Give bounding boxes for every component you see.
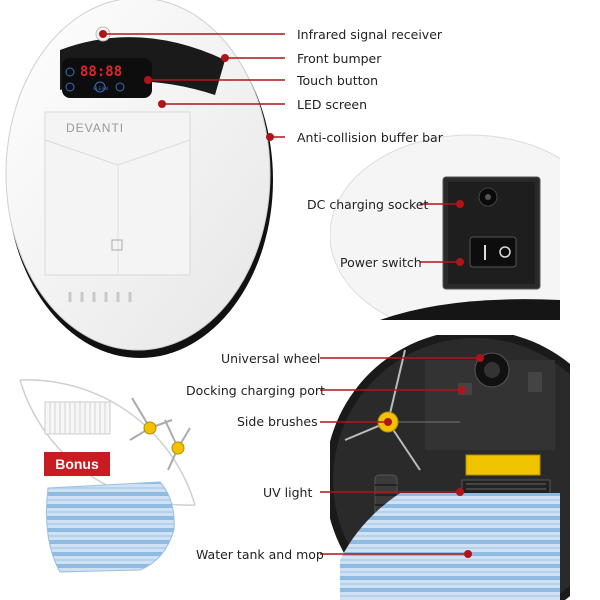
led-display <box>62 58 152 98</box>
hepa-filter <box>44 401 111 435</box>
label-led-screen: LED screen <box>297 97 368 112</box>
label-buffer-bar: Anti-collision buffer bar <box>297 130 443 145</box>
brand-logo: DEVANTI <box>66 121 124 135</box>
svg-text:88:88: 88:88 <box>80 64 122 80</box>
uv-light <box>461 479 551 495</box>
label-infrared-receiver: Infrared signal receiver <box>297 27 443 42</box>
robot-bottom-view <box>330 335 570 600</box>
yellow-bin <box>465 454 541 476</box>
mop-pad <box>340 493 560 600</box>
dot-infrared <box>99 30 107 38</box>
spare-side-brush-1 <box>129 397 173 441</box>
label-front-bumper: Front bumper <box>297 51 382 66</box>
label-universal-wheel: Universal wheel <box>221 351 321 366</box>
spare-side-brush-2 <box>164 419 191 471</box>
robot-rear-view <box>330 134 560 320</box>
label-touch-button: Touch button <box>297 73 379 88</box>
bonus-badge: Bonus <box>44 452 110 476</box>
label-uv-light: UV light <box>263 485 313 500</box>
dot-touch <box>144 76 152 84</box>
robot-top-view: 88:88 CLEAN DEVANTI <box>5 0 273 358</box>
spare-mop-pad <box>46 481 175 573</box>
label-docking-port: Docking charging port <box>186 383 325 398</box>
label-water-tank-mop: Water tank and mop <box>196 547 324 562</box>
label-dc-socket: DC charging socket <box>307 197 429 212</box>
dot-buffer <box>266 133 274 141</box>
top-leader-lines <box>103 33 285 138</box>
dot-bumper <box>221 54 229 62</box>
label-side-brushes: Side brushes <box>237 414 318 429</box>
label-power-switch: Power switch <box>340 255 422 270</box>
clean-button-label: CLEAN <box>93 86 108 92</box>
dot-led <box>158 100 166 108</box>
power-switch <box>469 236 517 268</box>
